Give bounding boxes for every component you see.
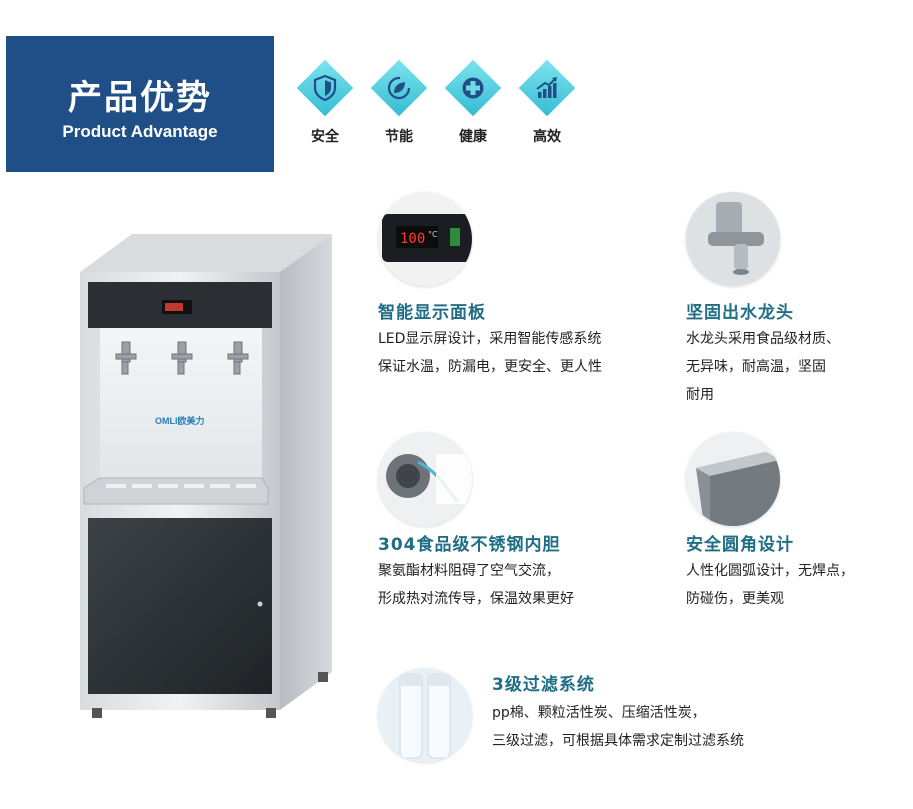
- brand-label: OMLI欧美力: [155, 415, 205, 426]
- feature-desc-line: 三级过滤，可根据具体需求定制过滤系统: [492, 733, 744, 749]
- feature-desc-line: 水龙头采用食品级材质、: [686, 331, 840, 347]
- growth-chart-icon: [536, 77, 557, 98]
- feature-desc-line: pp棉、颗粒活性炭、压缩活性炭，: [492, 705, 706, 721]
- feature-desc-line: 人性化圆弧设计，无焊点，: [686, 563, 854, 579]
- feature-title: 安全圆角设计: [686, 535, 794, 555]
- feature-title: 坚固出水龙头: [686, 303, 794, 323]
- feature-corner-image: [686, 432, 780, 526]
- title-block: 产品优势 Product Advantage: [6, 36, 274, 172]
- advantage-label: 节能: [385, 129, 413, 145]
- feature-desc-line: 形成热对流传导，保温效果更好: [378, 591, 574, 607]
- advantage-energy: 节能: [365, 59, 433, 152]
- title-chinese: 产品优势: [68, 78, 212, 118]
- feature-tank-image: [378, 432, 472, 526]
- leaf-icon: [387, 76, 411, 100]
- advantage-label: 健康: [459, 129, 487, 145]
- feature-desc-line: 无异味，耐高温，坚固: [686, 359, 826, 375]
- feature-desc-line: 防碰伤，更美观: [686, 591, 784, 607]
- shield-icon: [313, 74, 337, 102]
- display-readout: 100: [400, 231, 425, 247]
- feature-desc-line: 保证水温，防漏电，更安全、更人性: [378, 359, 602, 375]
- health-cross-icon: [462, 77, 484, 99]
- water-dispenser-image: OMLI欧美力: [80, 234, 332, 718]
- title-english: Product Advantage: [62, 122, 218, 141]
- advantage-label: 高效: [533, 129, 561, 145]
- feature-faucet-image: [686, 192, 780, 286]
- feature-display-image: 100 °C: [378, 192, 472, 286]
- advantage-label: 安全: [311, 129, 339, 145]
- advantage-efficiency: 高效: [513, 59, 581, 152]
- feature-desc-line: 耐用: [686, 387, 714, 403]
- feature-title: 304食品级不锈钢内胆: [378, 535, 561, 555]
- feature-title: 3级过滤系统: [492, 675, 595, 695]
- feature-desc-line: LED显示屏设计，采用智能传感系统: [378, 331, 602, 347]
- feature-filter-image: [378, 668, 472, 762]
- display-unit: °C: [428, 230, 438, 239]
- advantage-safety: 安全: [291, 59, 359, 152]
- feature-desc-line: 聚氨酯材料阻碍了空气交流，: [378, 563, 560, 579]
- feature-title: 智能显示面板: [378, 303, 486, 323]
- advantage-health: 健康: [439, 59, 507, 152]
